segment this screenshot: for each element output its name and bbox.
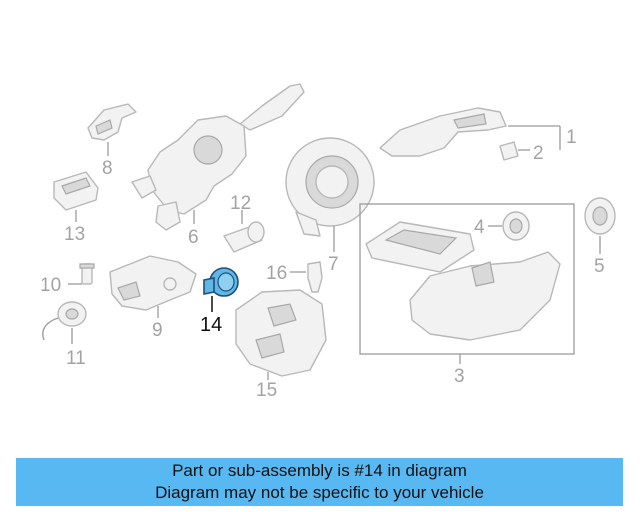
part-6	[131, 83, 305, 231]
callout-label-15: 15	[256, 380, 277, 401]
callout-label-14-highlighted[interactable]: 14	[200, 314, 222, 336]
callout-label-4: 4	[474, 217, 485, 238]
part-13	[53, 171, 99, 222]
part-8	[87, 103, 137, 156]
part-10	[68, 263, 95, 285]
callout-label-7: 7	[328, 254, 339, 275]
callout-label-11: 11	[66, 348, 86, 369]
part-16	[290, 261, 323, 293]
callout-label-10: 10	[40, 275, 61, 296]
part-3	[359, 203, 575, 364]
callout-label-6: 6	[188, 227, 199, 248]
callout-label-1: 1	[566, 127, 577, 148]
part-7	[285, 137, 375, 252]
part-11	[42, 301, 87, 344]
part-5	[584, 197, 616, 254]
part-9	[109, 255, 197, 318]
callout-label-9: 9	[152, 320, 163, 341]
info-banner: Part or sub-assembly is #14 in diagram D…	[16, 458, 623, 506]
part-4	[488, 211, 530, 241]
callout-label-2: 2	[533, 143, 544, 164]
part-14-highlighted[interactable]	[203, 267, 239, 312]
callout-label-16: 16	[266, 263, 287, 284]
banner-line-disclaimer: Diagram may not be specific to your vehi…	[155, 483, 484, 502]
callout-label-12: 12	[230, 193, 251, 214]
part-1	[379, 107, 561, 157]
callout-label-5: 5	[594, 256, 605, 277]
part-2	[499, 141, 530, 161]
part-12	[223, 210, 265, 253]
callout-label-8: 8	[102, 158, 113, 179]
banner-line-part: Part or sub-assembly is #14 in diagram	[172, 461, 467, 480]
callout-label-13: 13	[64, 224, 85, 245]
callout-label-3: 3	[454, 366, 465, 387]
parts-diagram: 1 2 3 4 5 6 7 8 9 10 11 12 13 14 15 16	[40, 83, 616, 401]
part-15	[235, 289, 327, 380]
